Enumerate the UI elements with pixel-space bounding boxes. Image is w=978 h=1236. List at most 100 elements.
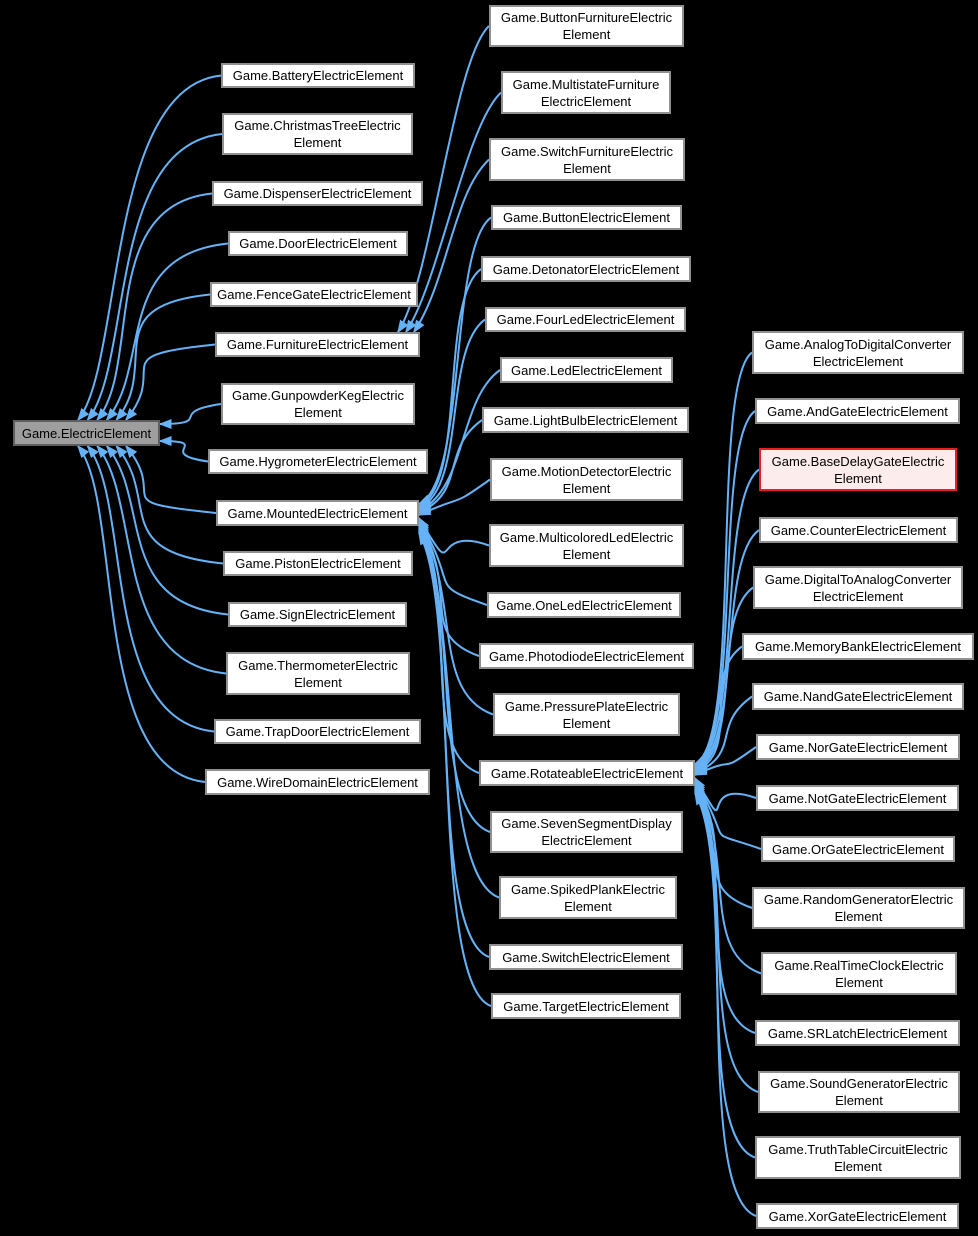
class-label-line: Game.LedElectricElement xyxy=(510,362,662,378)
class-label-line: ElectricElement xyxy=(540,93,632,109)
class-label-line: Game.TruthTableCircuitElectric xyxy=(768,1141,948,1157)
class-node-game-wiredomainelectricelement[interactable]: Game.WireDomainElectricElement xyxy=(205,769,430,795)
class-node-game-fourledelectricelement[interactable]: Game.FourLedElectricElement xyxy=(485,307,686,332)
class-label-line: Game.XorGateElectricElement xyxy=(768,1208,947,1224)
class-node-game-doorelectricelement[interactable]: Game.DoorElectricElement xyxy=(228,231,408,256)
class-label-line: Element xyxy=(294,674,342,690)
class-label-line: Game.MultistateFurniture xyxy=(512,76,660,92)
inheritance-edge xyxy=(418,531,492,1007)
class-node-game-orgateelectricelement[interactable]: Game.OrGateElectricElement xyxy=(761,836,955,862)
inheritance-edge xyxy=(158,436,209,463)
inheritance-edge xyxy=(105,444,229,616)
class-node-game-xorgateelectricelement[interactable]: Game.XorGateElectricElement xyxy=(756,1203,959,1229)
class-node-game-nandgateelectricelement[interactable]: Game.NandGateElectricElement xyxy=(752,683,964,710)
class-label-line: Game.ButtonFurnitureElectric xyxy=(500,10,673,25)
inheritance-edge xyxy=(694,783,762,975)
inheritance-edge xyxy=(417,216,492,505)
class-node-game-signelectricelement[interactable]: Game.SignElectricElement xyxy=(228,602,407,627)
inheritance-edge xyxy=(693,645,743,773)
class-node-game-mountedelectricelement[interactable]: Game.MountedElectricElement xyxy=(216,500,419,526)
inheritance-edge xyxy=(694,778,762,850)
class-label-line: Game.ButtonElectricElement xyxy=(503,210,670,225)
class-node-game-trapdoorelectricelement[interactable]: Game.TrapDoorElectricElement xyxy=(214,719,421,744)
class-label-line: Game.SwitchElectricElement xyxy=(502,949,670,965)
class-node-game-andgateelectricelement[interactable]: Game.AndGateElectricElement xyxy=(755,398,960,424)
class-label-line: Game.OneLedElectricElement xyxy=(496,597,672,613)
class-label-line: Game.SpikedPlankElectric xyxy=(511,881,665,897)
inheritance-edge xyxy=(694,780,753,909)
class-label-line: Game.MotionDetectorElectric xyxy=(501,463,672,479)
inheritance-edge xyxy=(86,444,215,733)
class-label-line: Element xyxy=(562,480,611,496)
class-node-game-photodiodeelectricelement[interactable]: Game.PhotodiodeElectricElement xyxy=(479,643,694,669)
inheritance-edge xyxy=(115,444,224,565)
class-node-game-rotateableelectricelement[interactable]: Game.RotateableElectricElement xyxy=(479,760,695,786)
inheritance-edge xyxy=(125,343,216,422)
inheritance-edge xyxy=(694,791,757,1217)
inheritance-edge xyxy=(413,158,490,334)
class-label-line: Game.PhotodiodeElectricElement xyxy=(488,648,685,664)
class-label-line: Element xyxy=(293,135,342,150)
class-node-game-fencegateelectricelement[interactable]: Game.FenceGateElectricElement xyxy=(210,282,418,307)
class-node-game-switchelectricelement[interactable]: Game.SwitchElectricElement xyxy=(489,944,683,970)
class-label-line: Game.HygrometerElectricElement xyxy=(219,454,417,469)
class-node-game-norgateelectricelement[interactable]: Game.NorGateElectricElement xyxy=(756,734,960,760)
class-label-line: Game.TrapDoorElectricElement xyxy=(225,724,410,739)
class-node-game-oneledelectricelement[interactable]: Game.OneLedElectricElement xyxy=(487,592,681,618)
class-node-game-pistonelectricelement[interactable]: Game.PistonElectricElement xyxy=(223,551,413,576)
class-label-line: Element xyxy=(834,470,882,486)
class-node-game-dispenserelectricelement[interactable]: Game.DispenserElectricElement xyxy=(212,181,423,206)
class-label-line: Game.PressurePlateElectric xyxy=(504,698,669,714)
class-label-line: Element xyxy=(562,715,611,731)
inheritance-edge xyxy=(418,518,488,606)
class-node-game-batteryelectricelement[interactable]: Game.BatteryElectricElement xyxy=(221,63,415,88)
inheritance-edge xyxy=(96,192,213,422)
class-label-line: Game.NorGateElectricElement xyxy=(768,739,948,755)
class-node-game-targetelectricelement[interactable]: Game.TargetElectricElement xyxy=(491,993,681,1019)
class-node-game-ledelectricelement[interactable]: Game.LedElectricElement xyxy=(500,357,673,383)
inheritance-edge xyxy=(418,516,490,554)
class-node-game-detonatorelectricelement[interactable]: Game.DetonatorElectricElement xyxy=(481,256,691,282)
class-node-game-lightbulbelectricelement[interactable]: Game.LightBulbElectricElement xyxy=(482,407,689,433)
class-node-game-counterelectricelement[interactable]: Game.CounterElectricElement xyxy=(759,517,958,543)
class-label-line: Game.DetonatorElectricElement xyxy=(492,261,680,277)
inheritance-edge xyxy=(125,444,217,514)
class-node-game-hygrometerelectricelement[interactable]: Game.HygrometerElectricElement xyxy=(208,449,428,474)
class-label-line: Game.NotGateElectricElement xyxy=(768,790,947,806)
class-label-line: Game.AnalogToDigitalConverter xyxy=(764,336,952,352)
inheritance-edge xyxy=(693,746,757,776)
class-label-line: Game.MountedElectricElement xyxy=(227,505,408,521)
class-node-game-srlatchelectricelement[interactable]: Game.SRLatchElectricElement xyxy=(755,1020,960,1046)
class-label-line: Element xyxy=(563,160,611,176)
class-label-line: Game.LightBulbElectricElement xyxy=(493,412,678,428)
class-label-line: Game.BatteryElectricElement xyxy=(232,68,404,83)
class-node-game-notgateelectricelement[interactable]: Game.NotGateElectricElement xyxy=(756,785,959,811)
class-label-line: Game.SRLatchElectricElement xyxy=(767,1025,948,1041)
inheritance-edge xyxy=(417,268,482,508)
inheritance-edge xyxy=(158,403,222,429)
class-node-game-memorybankelectricelement[interactable]: Game.MemoryBankElectricElement xyxy=(742,633,974,660)
class-node-game-furnitureelectricelement[interactable]: Game.FurnitureElectricElement xyxy=(215,332,420,357)
class-node-game-buttonelectricelement[interactable]: Game.ButtonElectricElement xyxy=(491,205,682,230)
inheritance-edge xyxy=(417,478,491,516)
class-label-line: Game.AndGateElectricElement xyxy=(767,403,948,419)
